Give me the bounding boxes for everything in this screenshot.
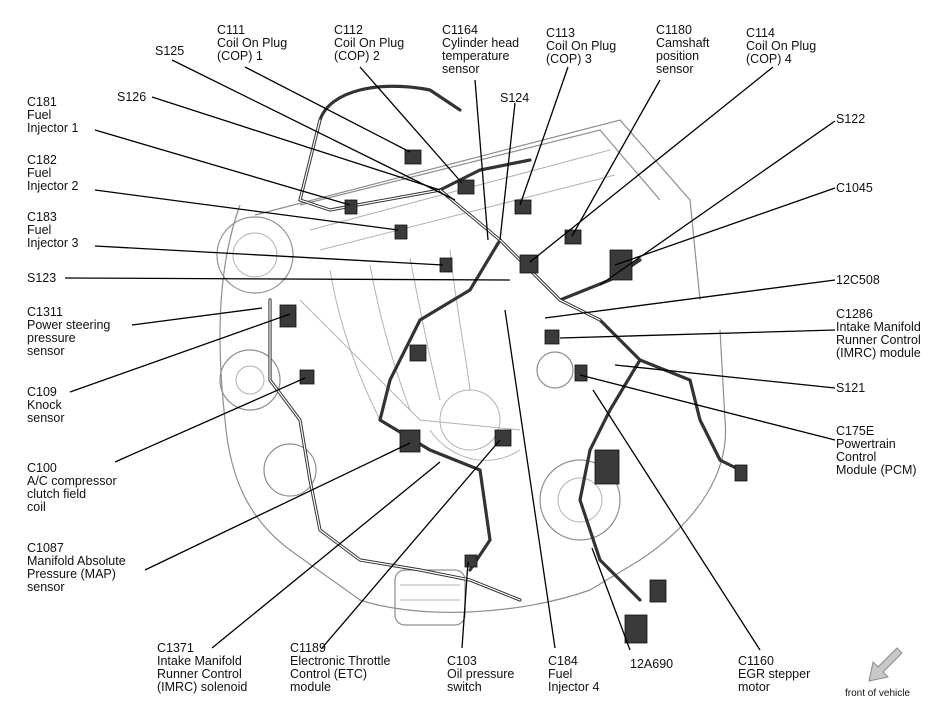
label-s123: S123 xyxy=(27,271,57,285)
label-s122: S122 xyxy=(836,112,866,126)
label-s126: S126 xyxy=(117,90,147,104)
engine-drawing xyxy=(216,119,727,626)
label-c1045: C1045 xyxy=(836,181,873,195)
front-of-vehicle-arrow-icon xyxy=(868,647,903,682)
label-12a690: 12A690 xyxy=(630,657,674,671)
front-of-vehicle-label: front of vehicle xyxy=(845,688,911,699)
leader-lines xyxy=(64,59,836,651)
label-s125: S125 xyxy=(155,44,185,58)
wiring-harness xyxy=(268,84,748,644)
label-s124: S124 xyxy=(500,91,530,105)
label-12c508: 12C508 xyxy=(836,273,880,287)
label-s121: S121 xyxy=(836,381,866,395)
